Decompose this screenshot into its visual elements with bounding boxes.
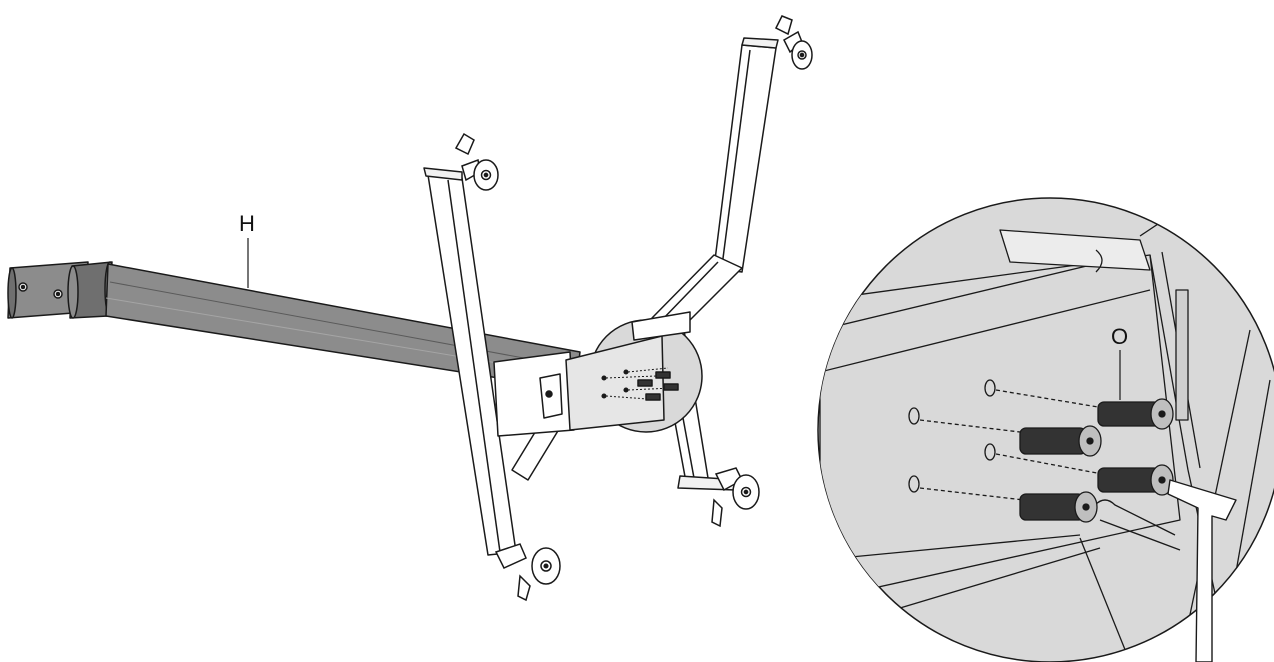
hub-bracket [493,311,703,437]
callout-label-h: H [239,211,255,236]
caster-bottom-left [494,543,561,602]
caster-top-left [454,132,499,191]
caster-top-right [774,15,813,70]
detail-magnifier [817,197,1274,662]
hex-key-icon [1167,479,1237,662]
rear-right-leg [651,37,779,331]
callout-label-o: O [1111,324,1129,349]
caster-bottom-right [711,467,760,528]
bolt-group [1019,398,1174,523]
